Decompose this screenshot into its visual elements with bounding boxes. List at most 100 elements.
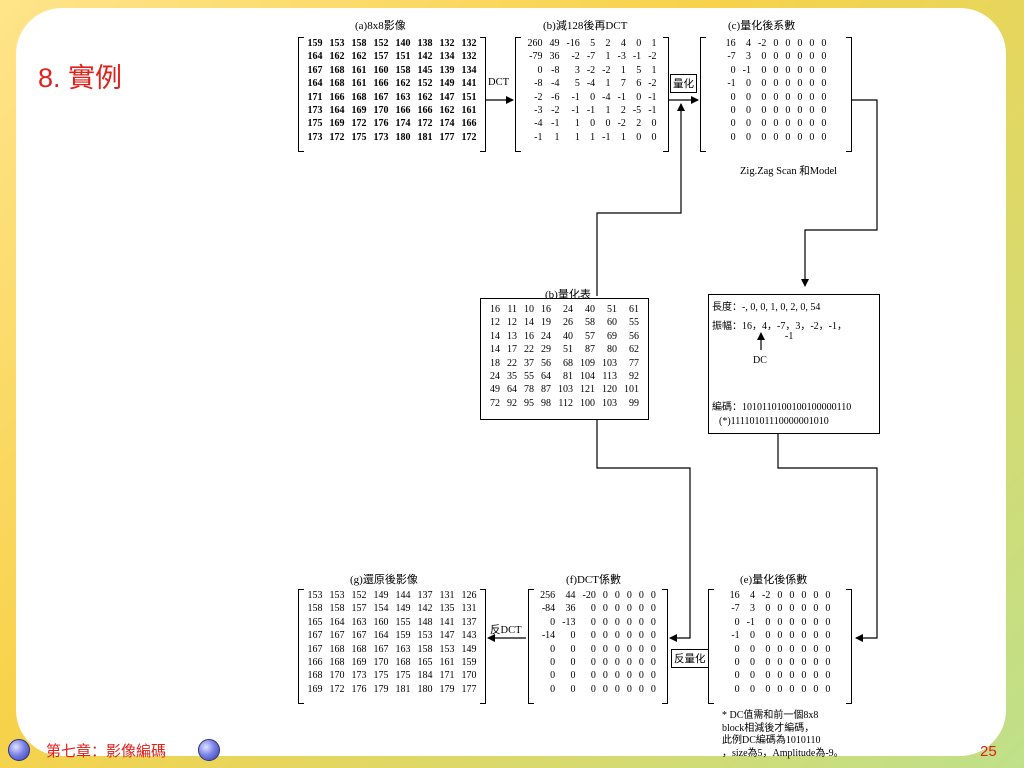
matrix-cell: 165 [307,616,323,628]
matrix-cell: 103 [558,384,573,396]
matrix-cell: 0 [602,657,608,669]
matrix-cell: 0 [765,603,771,615]
matrix-cell: 0 [809,78,815,90]
matrix-cell: 0 [797,131,803,143]
matrix-cell: 175 [373,670,389,682]
matrix-cell: 161 [439,657,455,669]
matrix-cell: 1 [620,64,626,76]
matrix-cell: 1 [605,51,611,63]
matrix-cell: 0 [590,630,596,642]
matrix-cell: 0 [773,131,779,143]
matrix-cell: 0 [761,131,767,143]
matrix-cell: 87 [541,384,551,396]
matrix-cell: 179 [439,683,455,695]
matrix-cell: 159 [395,630,411,642]
encoding-length: 長度：-, 0, 0, 1, 0, 2, 0, 54 [712,302,821,313]
matrix-cell: 113 [602,371,617,383]
matrix-cell: 0 [825,683,831,695]
matrix-cell: 0 [638,657,644,669]
matrix-cell: 132 [461,38,477,49]
matrix-cell: 12 [507,317,517,329]
matrix-cell: 0 [809,131,815,143]
matrix-cell: 0 [773,64,779,76]
matrix-cell: -1 [571,105,580,117]
matrix-cell: 0 [825,590,831,601]
matrix-cell: 0 [650,630,656,642]
matrix-cell: 0 [626,590,632,601]
matrix-cell: 6 [636,78,642,90]
bullet-icon[interactable] [198,739,220,761]
matrix-cell: 0 [801,683,807,695]
matrix-cell: 0 [734,657,740,669]
matrix-cell: 55 [629,317,639,329]
matrix-cell: 40 [563,330,573,342]
label-dct: DCT [488,77,509,88]
matrix-cell: 0 [765,643,771,655]
bullet-icon[interactable] [8,739,30,761]
arrow-to-encoding [801,99,878,287]
matrix-cell: 0 [825,630,831,642]
matrix-cell: 0 [638,630,644,642]
matrix-cell: 0 [809,64,815,76]
arrow-dequantize [596,420,691,642]
matrix-cell: 0 [590,91,596,103]
matrix-cell: 168 [351,91,367,103]
encoding-code: 編碼：1010110100100100000110 [712,402,852,413]
matrix-cell: 172 [417,118,433,130]
matrix-cell: 0 [590,683,596,695]
matrix-cell: 11 [507,304,517,315]
label-quantize: 量化 [670,74,697,93]
matrix-cell: 170 [373,105,389,117]
matrix-cell: -2 [602,64,611,76]
matrix-cell: 1 [590,131,596,143]
matrix-cell: 131 [439,590,455,601]
matrix-cell: 1 [605,78,611,90]
matrix-cell: 151 [395,51,411,63]
matrix-cell: 180 [395,131,411,143]
matrix-cell: -1 [742,64,751,76]
matrix-cell: 0 [626,616,632,628]
matrix-cell: 179 [373,683,389,695]
matrix-cell: 170 [329,670,345,682]
matrix-cell: 167 [373,643,389,655]
matrix-cell: 152 [417,78,433,90]
matrix-cell: 142 [417,51,433,63]
matrix-cell: 0 [777,630,783,642]
footer: 第七章：影像編碼 [8,737,1008,763]
matrix-cell: 57 [585,330,595,342]
matrix-cell: 36 [565,603,576,615]
matrix-cell: 0 [765,670,771,682]
matrix-cell: 168 [329,78,345,90]
matrix-cell: 16 [729,590,740,601]
matrix-cell: 3 [746,51,751,63]
matrix-cell: 171 [307,91,323,103]
matrix-cell: 0 [570,683,576,695]
matrix-cell: 0 [746,131,751,143]
matrix-cell: 157 [351,603,367,615]
matrix-cell: 162 [329,51,345,63]
matrix-cell: 167 [307,643,323,655]
matrix-cell: 0 [734,643,740,655]
matrix-cell: 0 [650,643,656,655]
matrix-cell: 137 [417,590,433,601]
matrix-cell: 160 [373,616,389,628]
matrix-cell: 0 [730,91,736,103]
matrix-cell: 0 [789,643,795,655]
matrix-cell: 260 [527,38,543,49]
matrix-cell: 152 [351,590,367,601]
matrix-cell: 0 [730,131,736,143]
matrix-cell: -4 [551,78,560,90]
matrix-cell: 0 [761,78,767,90]
